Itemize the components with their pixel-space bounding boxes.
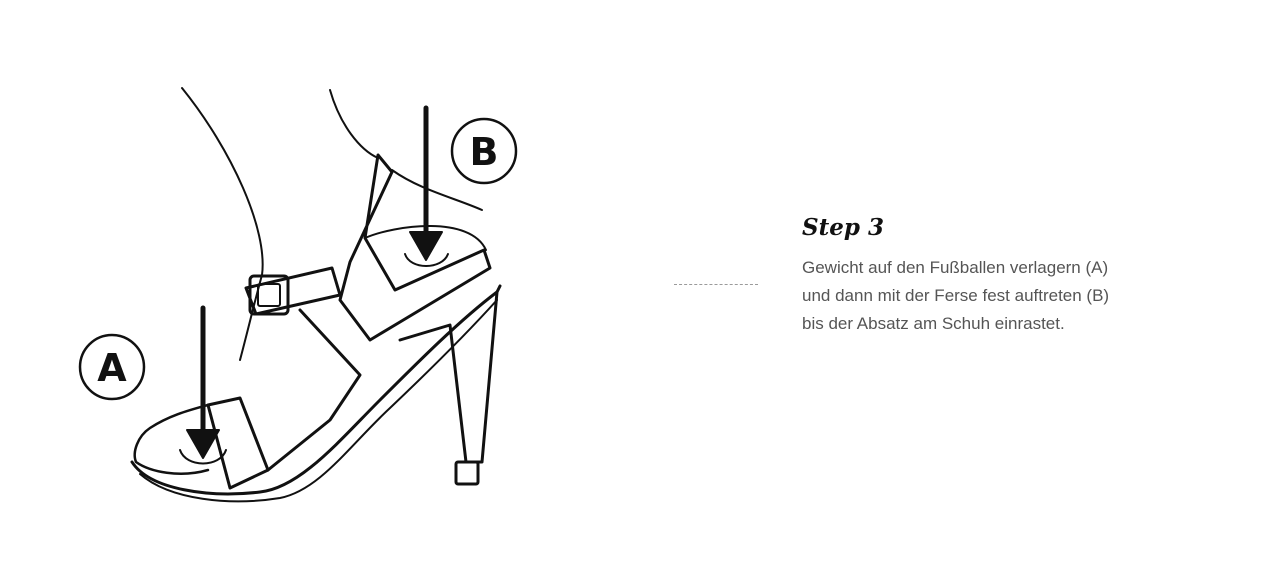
step-description: Step 3 Gewicht auf den Fußballen verlage… [802, 214, 1222, 338]
marker-b-label: B [470, 130, 499, 174]
toes [133, 403, 210, 475]
heel-strap [338, 153, 492, 342]
buckle-inner [257, 283, 281, 307]
buckle [248, 274, 290, 316]
sole [130, 284, 502, 496]
side-strap [266, 308, 362, 472]
leg-back-outline [329, 89, 379, 159]
heel-cup [364, 225, 487, 251]
step-title: Step 3 [802, 214, 884, 241]
front-strap [206, 396, 270, 490]
foot-instep [239, 274, 263, 361]
stiletto-heel [398, 290, 499, 464]
dashed-divider [674, 284, 758, 285]
marker-a: A [78, 333, 146, 401]
step-line: Gewicht auf den Fußballen verlagern (A) [802, 257, 1109, 277]
ankle-strap [244, 266, 342, 316]
marker-a-label: A [97, 346, 127, 390]
marker-b: B [450, 117, 518, 185]
step-body: Gewicht auf den Fußballen verlagern (A) … [802, 254, 1222, 338]
leg-front-outline [181, 87, 264, 276]
step-line: bis der Absatz am Schuh einrastet. [802, 313, 1065, 333]
sandal-illustration: B A [78, 87, 518, 503]
down-arrow-icon [179, 305, 227, 465]
heel-tip [454, 460, 480, 486]
sole-lower [139, 299, 498, 503]
down-arrow-icon [404, 105, 449, 267]
high-heel-sandal-drawing: B A [78, 87, 518, 503]
step-line: und dann mit der Ferse fest auftreten (B… [802, 285, 1110, 305]
leg-back-upper [391, 169, 483, 211]
